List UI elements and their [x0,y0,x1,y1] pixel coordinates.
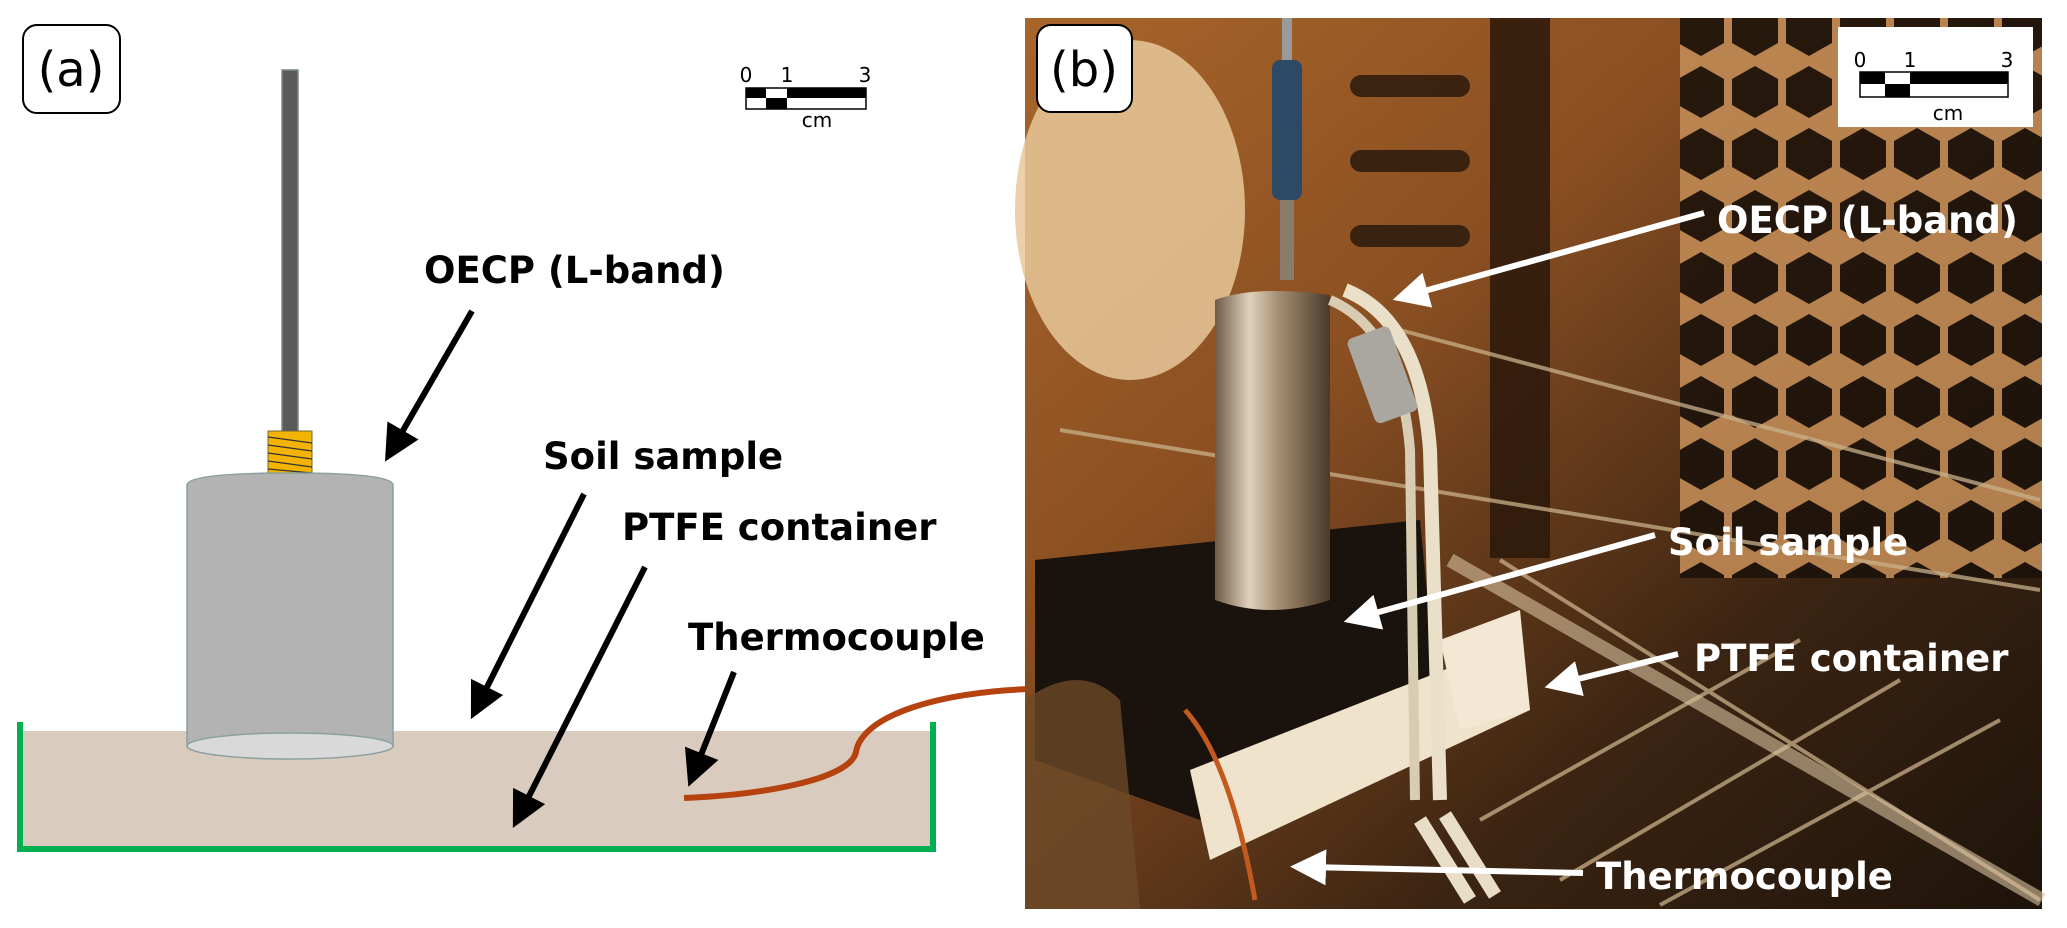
scale-bar-b: 0 1 3 cm [1838,27,2033,127]
arrow-soil-a [470,492,587,720]
photo-thermocouple-wire [1183,708,1258,901]
panel-a-schematic: (a) 0 1 3 cm OECP (L-band) [17,24,1031,852]
arrow-oecp-a [384,309,475,462]
scale-tick-3: 3 [859,63,872,87]
scale-tick-1: 1 [781,63,794,87]
photo-probe-cylinder [1215,291,1330,610]
soil-sample-fill [22,731,931,849]
label-thermocouple-a: Thermocouple [688,616,985,659]
arrow-thermocouple-b [1290,849,1584,886]
scale-unit: cm [802,108,832,132]
arrow-ptfe-a [512,565,648,829]
scale-bar-a: 0 1 3 cm [740,63,872,132]
label-soil-b: Soil sample [1668,521,1908,564]
scale-tick-1: 1 [1904,48,1917,72]
scale-tick-0: 0 [740,63,753,87]
label-ptfe-a: PTFE container [622,506,937,549]
panel-b-photo: (b) 0 1 3 cm OECP (L-band) Soil sample P… [1015,18,2046,909]
label-ptfe-b: PTFE container [1694,637,2009,680]
panel-b-tag-text: (b) [1050,42,1118,98]
panel-a-tag-text: (a) [38,42,105,98]
arrow-oecp-b [1392,210,1705,308]
probe-connector-threads [267,430,313,474]
label-oecp-b: OECP (L-band) [1717,199,2018,242]
panel-b-tag: (b) [1036,24,1133,113]
photo-ptfe-container [1190,640,1530,860]
label-thermocouple-b: Thermocouple [1596,855,1893,898]
probe-rod [281,69,299,433]
probe-cylinder [186,472,394,760]
label-soil-a: Soil sample [543,435,783,478]
label-oecp-a: OECP (L-band) [424,249,725,292]
scale-tick-3: 3 [2001,48,2014,72]
photo-probe-cable [1272,60,1302,200]
thermocouple-wire [683,686,1031,801]
ptfe-container-walls [17,722,936,852]
arrow-ptfe-b [1544,651,1679,697]
arrow-thermocouple-a [684,670,737,787]
scale-tick-0: 0 [1854,48,1867,72]
scale-unit: cm [1933,101,1963,125]
panel-a-tag: (a) [22,24,121,114]
arrow-soil-b [1343,532,1656,630]
container-lid [1015,40,1245,380]
